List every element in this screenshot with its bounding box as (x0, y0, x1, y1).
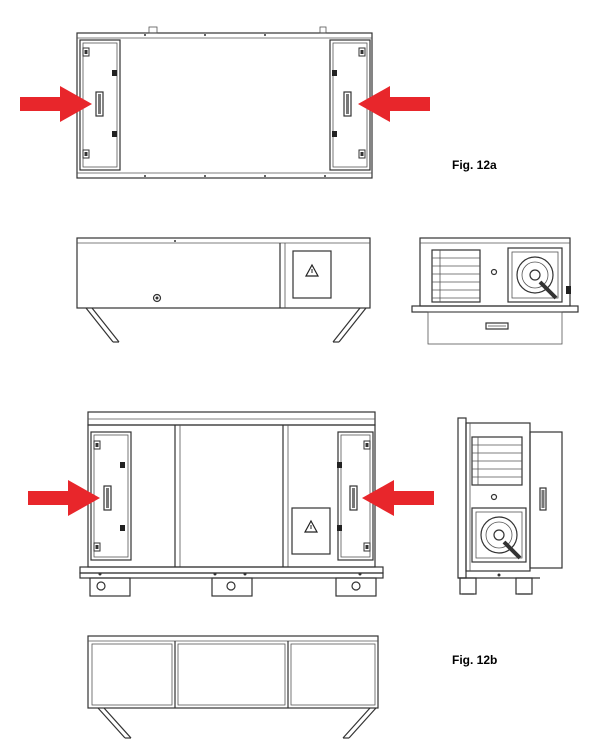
fig-12a-label: Fig. 12a (452, 158, 497, 172)
red-arrow-icon (362, 480, 434, 516)
warning-triangle-icon (304, 263, 320, 277)
fig-12a-top-view (76, 26, 373, 179)
warning-triangle-icon (303, 519, 319, 533)
fig-12b-front-view (79, 411, 384, 597)
fig-12b-label: Fig. 12b (452, 653, 498, 667)
red-arrow-icon (28, 480, 100, 516)
red-arrow-icon (20, 86, 92, 122)
fig-12a-front-view (76, 237, 371, 343)
fig-12b-bottom-view (87, 635, 379, 739)
left-access-door (90, 431, 132, 561)
fan-icon (471, 507, 527, 563)
fan-icon (507, 247, 563, 303)
fig-12a-side-view (411, 237, 579, 345)
fig-12b-side-view (457, 417, 563, 595)
red-arrow-icon (358, 86, 430, 122)
